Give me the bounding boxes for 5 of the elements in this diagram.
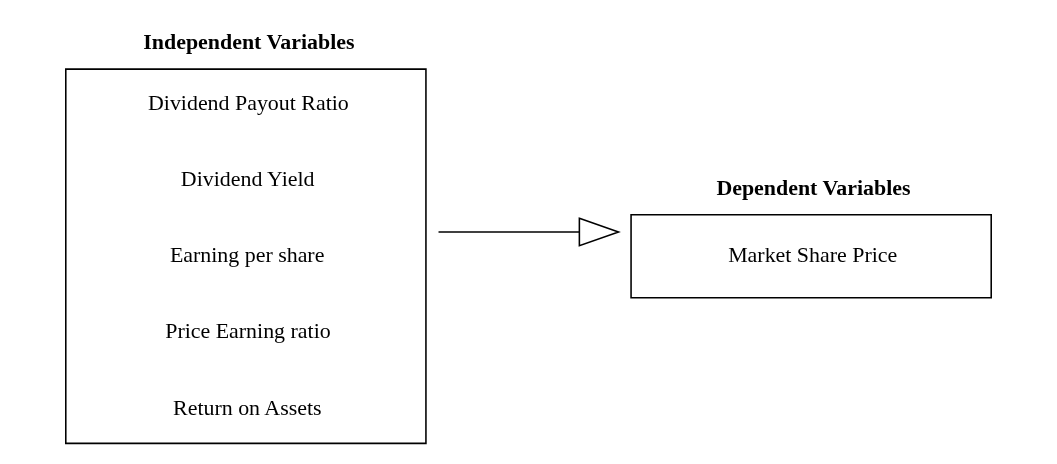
node-box: Market Share Price (630, 214, 992, 299)
node-box: Dividend Payout Ratio Dividend Yield Earning per share Price Earning ratio Return on Assets (65, 68, 427, 445)
node-label: Dependent Variables (716, 174, 911, 200)
node-label: Independent Variables (143, 29, 355, 55)
arrow (437, 217, 621, 247)
